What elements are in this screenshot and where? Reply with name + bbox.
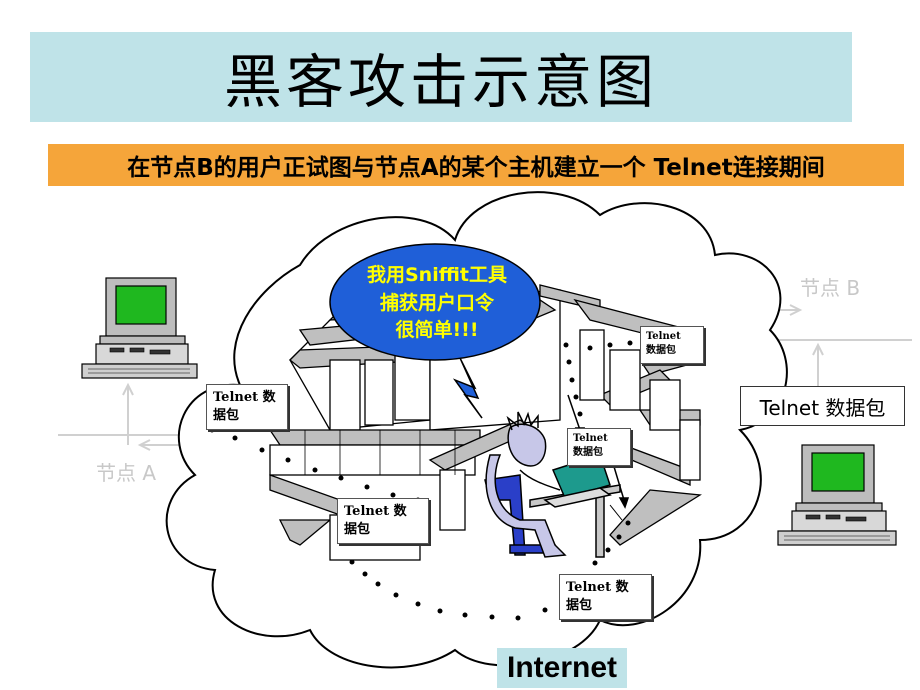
page-title: 黑客攻击示意图 <box>223 48 658 116</box>
packet-label-line2: 据包 <box>213 407 240 423</box>
node-a-label: 节点 A <box>96 461 157 485</box>
node-b-label: 节点 B <box>800 276 861 300</box>
packet-label-line2: 数据包 <box>646 344 676 356</box>
title-banner: 黑客攻击示意图 <box>30 32 852 122</box>
telnet-packet-box: Telnet 数 据包 <box>559 574 652 620</box>
page-subtitle: 在节点B的用户正试图与节点A的某个主机建立一个 Telnet连接期间 <box>127 155 825 181</box>
packet-label-line1: Telnet 数 <box>566 580 629 595</box>
internet-label: Internet <box>497 648 627 688</box>
packet-label-line2: 数据包 <box>573 446 603 458</box>
speech-line-2: 捕获用户口令 <box>379 291 494 314</box>
packet-label-line1: Telnet <box>573 433 608 444</box>
packet-label-line2: 据包 <box>566 597 593 613</box>
telnet-packet-box: Telnet 数据包 <box>640 326 704 364</box>
telnet-packet-box: Telnet 数据包 <box>567 428 631 466</box>
node-b-computer-icon <box>777 444 897 546</box>
packet-label-line2: 据包 <box>344 521 371 537</box>
packet-label-line1: Telnet 数 <box>344 504 407 519</box>
telnet-packet-box: Telnet 数 据包 <box>206 384 288 430</box>
right-telnet-packet-label: Telnet 数据包 <box>740 386 905 426</box>
speech-line-1: 我用Sniffit工具 <box>367 264 507 286</box>
packet-label-line1: Telnet <box>646 331 681 342</box>
speech-line-3: 很简单!!! <box>395 319 479 342</box>
speech-bubble-text: 我用Sniffit工具 捕获用户口令 很简单!!! <box>342 262 532 345</box>
telnet-packet-box: Telnet 数 据包 <box>337 498 429 544</box>
node-a-computer-icon <box>81 277 198 379</box>
packet-label-line1: Telnet 数 <box>213 390 276 405</box>
speech-bubble <box>329 243 541 419</box>
subtitle-banner: 在节点B的用户正试图与节点A的某个主机建立一个 Telnet连接期间 <box>48 144 904 186</box>
